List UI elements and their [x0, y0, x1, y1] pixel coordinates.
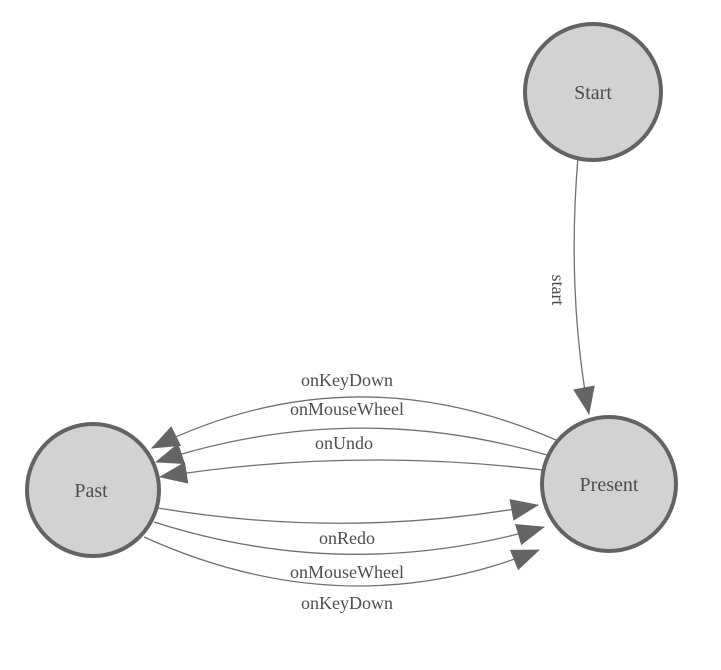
edge-label-onkeydown-top: onKeyDown	[301, 370, 393, 390]
edge-label-onmousewheel-bottom: onMouseWheel	[290, 562, 404, 582]
edge-start-to-present	[573, 156, 595, 415]
state-node-past-label: Past	[74, 480, 108, 502]
edge-label-onundo: onUndo	[315, 433, 373, 453]
edge-label-group: start onKeyDown onMouseWheel onUndo onRe…	[290, 275, 568, 614]
edge-label-onredo: onRedo	[319, 528, 375, 548]
edge-onmousewheel-present-to-past	[155, 427, 548, 464]
edge-onundo-present-to-past	[159, 459, 544, 484]
edge-onkeydown-past-to-present	[143, 536, 540, 587]
state-node-start	[523, 22, 663, 162]
edge-onkeydown-present-to-past	[151, 396, 557, 449]
state-node-past	[25, 422, 161, 558]
edge-label-onmousewheel-top: onMouseWheel	[290, 399, 404, 419]
edge-onmousewheel-past-to-present	[153, 521, 545, 555]
node-group: Start Present Past	[25, 22, 678, 558]
state-node-present	[540, 415, 678, 553]
edge-onredo-past-to-present	[157, 499, 539, 524]
state-node-start-label: Start	[574, 82, 612, 104]
edge-label-start: start	[548, 275, 568, 306]
state-node-present-label: Present	[580, 474, 639, 496]
edge-group	[143, 156, 595, 587]
edge-label-onkeydown-bottom: onKeyDown	[301, 593, 393, 613]
